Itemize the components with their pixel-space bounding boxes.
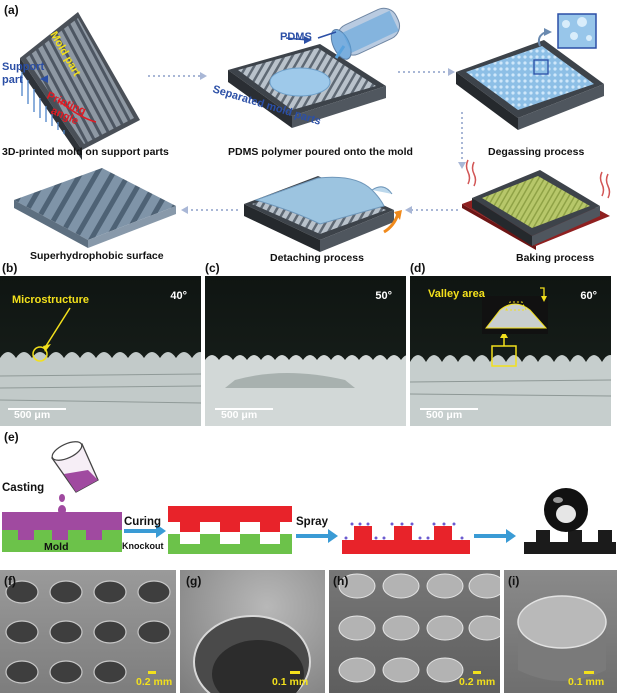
- support-arrow: [40, 75, 48, 83]
- caption-step-5: Detaching process: [270, 252, 364, 264]
- panel-f-sem: (f) 0.2 mm: [0, 570, 176, 693]
- panel-g-sem: (g) 0.1 mm: [180, 570, 325, 693]
- panel-i-scale-bar: [584, 671, 594, 674]
- spray-label: Spray: [296, 516, 328, 528]
- panel-g-scale-bar: [290, 671, 300, 674]
- panel-i-scale: 0.1 mm: [568, 676, 605, 688]
- superhydrophobic-surface-illustration: [14, 168, 176, 248]
- panel-d-photo: 60° Valley area 500 μm: [410, 276, 611, 426]
- curing-label: Curing: [124, 516, 162, 528]
- caption-step-4: Baking process: [516, 252, 595, 264]
- panel-f-label: (f): [4, 574, 16, 588]
- panel-g-label: (g): [186, 574, 202, 588]
- panel-b-photo: 40° Microstructure 500 μm: [0, 276, 201, 426]
- panel-e-diagram: [2, 441, 616, 554]
- panel-a-label: (a): [4, 3, 19, 17]
- panel-b-label: (b): [2, 261, 18, 275]
- knockout-label: Knockout: [122, 541, 164, 551]
- panel-e-label: (e): [4, 430, 19, 444]
- panel-d-label: (d): [410, 261, 426, 275]
- microstructure-label: Microstructure: [12, 294, 90, 306]
- tilted-mold-illustration: [20, 12, 140, 160]
- degassing-illustration: [456, 13, 604, 130]
- panel-h-scale: 0.2 mm: [459, 676, 496, 688]
- panel-b-scale: 500 μm: [14, 409, 51, 421]
- panel-d-scale-bar: [420, 408, 478, 410]
- caption-step-2: PDMS polymer poured onto the mold: [228, 146, 413, 158]
- panel-i-label: (i): [508, 574, 520, 588]
- pdms-pouring-illustration: [228, 7, 401, 128]
- panel-c-photo: 50° 500 μm: [205, 276, 406, 426]
- baking-illustration: [462, 159, 611, 250]
- beaker-icon: [51, 441, 99, 515]
- panel-b-scale-bar: [8, 408, 66, 410]
- panel-i-sem: (i) 0.1 mm: [504, 570, 617, 693]
- panel-d-angle: 60°: [580, 290, 597, 302]
- panel-f-scale-bar: [148, 671, 156, 674]
- water-droplet: [524, 488, 616, 554]
- panel-h-sem: (h) 0.2 mm: [329, 570, 500, 693]
- panel-h-scale-bar: [473, 671, 481, 674]
- detaching-illustration: [244, 176, 402, 252]
- pdms-label: PDMS: [280, 31, 312, 43]
- casting-mold: [2, 512, 122, 552]
- panel-g-scale: 0.1 mm: [272, 676, 309, 688]
- panel-f-scale: 0.2 mm: [136, 676, 173, 688]
- mold-label: Mold: [44, 541, 69, 553]
- sprayed-surface: [342, 522, 470, 554]
- panel-b-angle: 40°: [170, 290, 187, 302]
- panel-c-label: (c): [205, 261, 220, 275]
- caption-step-3: Degassing process: [488, 146, 585, 158]
- panel-c-angle: 50°: [375, 290, 392, 302]
- panel-h-label: (h): [333, 574, 349, 588]
- caption-step-6: Superhydrophobic surface: [30, 250, 164, 262]
- panel-c-scale-bar: [215, 408, 273, 410]
- panel-c-scale: 500 μm: [221, 409, 258, 421]
- valley-area-label: Valley area: [428, 288, 485, 300]
- panel-d-scale: 500 μm: [426, 409, 463, 421]
- cured-cast: [168, 506, 292, 554]
- caption-step-1: 3D-printed mold on support parts: [2, 146, 169, 158]
- casting-label: Casting: [2, 482, 45, 494]
